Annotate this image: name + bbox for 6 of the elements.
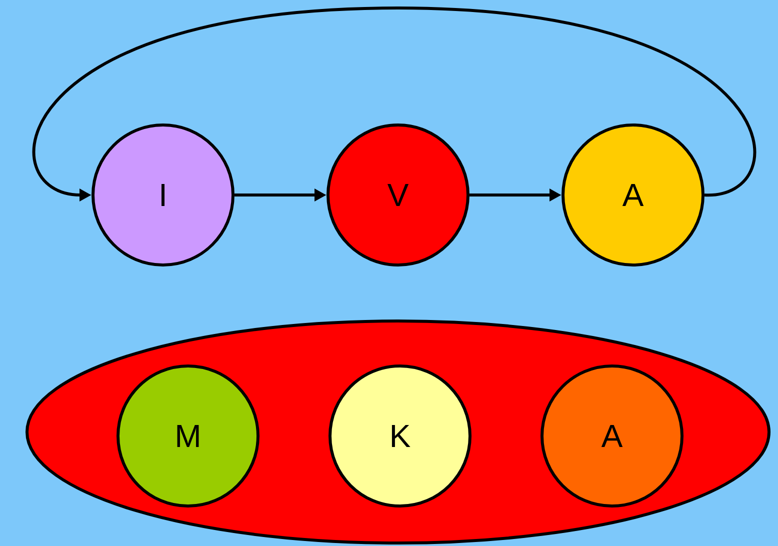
circle-node: A <box>540 364 684 508</box>
circle-node: K <box>328 364 472 508</box>
circle-node: I <box>92 124 234 266</box>
circle-node: M <box>116 364 260 508</box>
circle-node: A <box>562 124 704 266</box>
circle-node: V <box>326 124 470 266</box>
